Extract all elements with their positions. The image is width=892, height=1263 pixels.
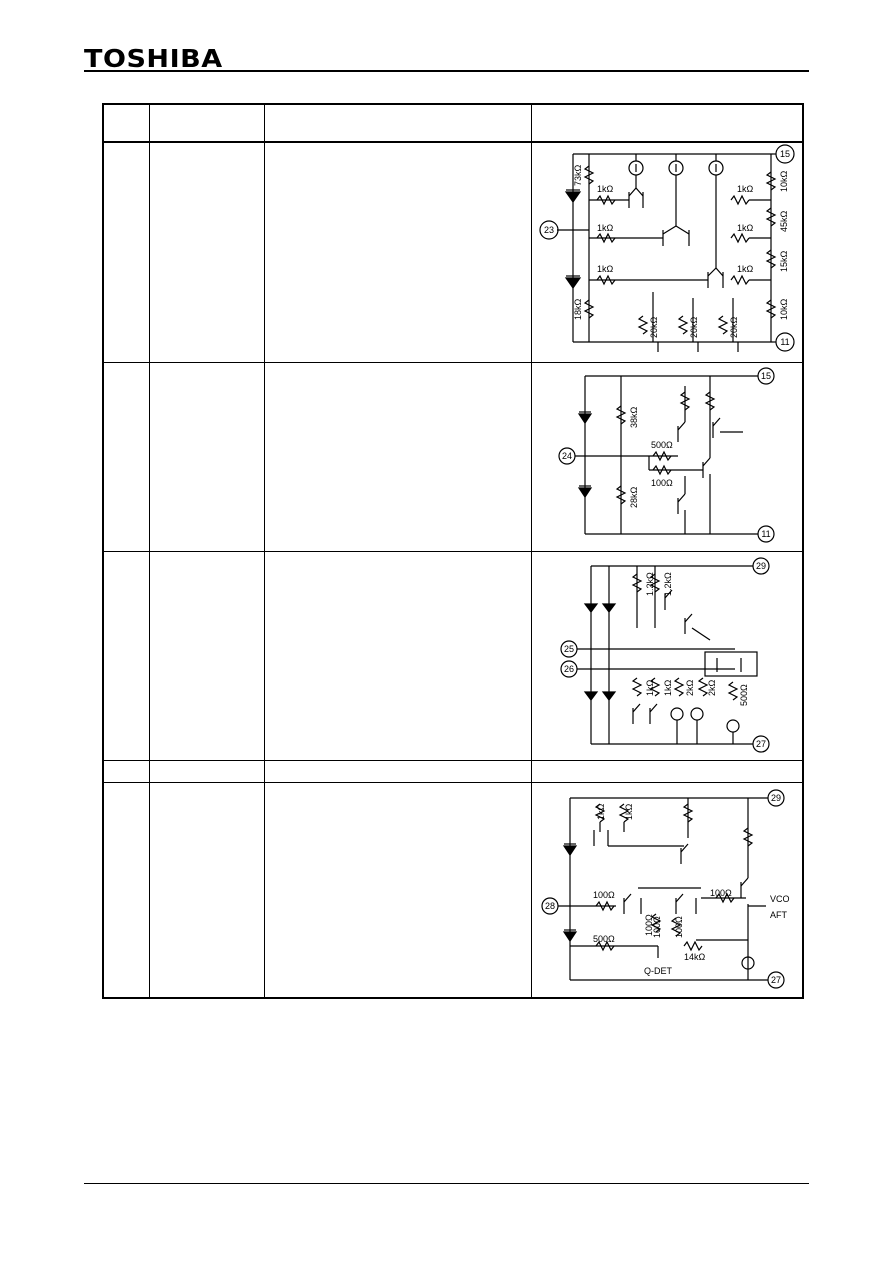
resistor-label: 73kΩ (573, 164, 583, 186)
pin-label: 15 (780, 149, 790, 159)
header-interface-circuit (532, 105, 802, 141)
resistor-label: 1kΩ (597, 264, 614, 274)
resistor-label: 1kΩ (737, 264, 754, 274)
header-rule (84, 70, 809, 72)
resistor-label: 14kΩ (684, 952, 706, 962)
resistor-label: 20kΩ (729, 316, 739, 338)
interface-circuit-pin23: 15 23 11 73kΩ 1kΩ 1kΩ 10kΩ 1kΩ 1kΩ 45kΩ … (539, 144, 795, 352)
row-divider (104, 760, 802, 761)
signal-label: Q-DET (644, 966, 673, 976)
header-row-divider (104, 141, 802, 143)
footer-rule (84, 1183, 809, 1184)
pin-function-table (102, 103, 804, 999)
pin-label: 11 (780, 337, 789, 347)
resistor-label: 10kΩ (779, 298, 789, 320)
pin-label: 23 (544, 225, 554, 235)
resistor-label: 20kΩ (689, 316, 699, 338)
resistor-label: 1kΩ (596, 803, 606, 820)
resistor-label: 10kΩ (779, 170, 789, 192)
header-pin-no (104, 105, 149, 141)
resistor-label: 100Ω (644, 914, 654, 936)
pin-label: 27 (756, 739, 766, 749)
resistor-label: 20kΩ (649, 316, 659, 338)
pin-label: 26 (564, 664, 574, 674)
pin-label: 29 (771, 793, 781, 803)
resistor-label: 15kΩ (779, 250, 789, 272)
pin-label: 29 (756, 561, 766, 571)
resistor-label: 18kΩ (573, 298, 583, 320)
resistor-label: 45kΩ (779, 210, 789, 232)
pin-label: 24 (562, 451, 572, 461)
header-pin-name (150, 105, 264, 141)
resistor-label: 1kΩ (597, 223, 614, 233)
resistor-label: 1kΩ (663, 679, 673, 696)
row-divider (104, 551, 802, 552)
pin-label: 25 (564, 644, 574, 654)
resistor-label: 500Ω (651, 440, 673, 450)
resistor-label: 1kΩ (737, 223, 754, 233)
signal-label: VCO (770, 894, 790, 904)
pin-label: 27 (771, 975, 781, 985)
resistor-label: 1.2kΩ (663, 572, 673, 596)
signal-label: AFT (770, 910, 788, 920)
pin-label: 15 (761, 371, 771, 381)
resistor-label: 38kΩ (629, 406, 639, 428)
resistor-label: 500Ω (593, 934, 615, 944)
interface-circuit-pin24: 15 24 11 38kΩ 500Ω 100Ω 28kΩ (558, 367, 775, 543)
resistor-label: 28kΩ (629, 486, 639, 508)
resistor-label: 1kΩ (597, 184, 614, 194)
pin-label: 28 (545, 901, 555, 911)
resistor-label: 100Ω (651, 478, 673, 488)
resistor-label: 500Ω (739, 684, 749, 706)
toshiba-logo: TOSHIBA (84, 44, 223, 73)
resistor-label: 1kΩ (737, 184, 754, 194)
row-divider (104, 782, 802, 783)
resistor-label: 100Ω (674, 916, 684, 938)
interface-circuit-pin28: 29 28 27 1kΩ 1kΩ 100Ω 100Ω 100Ω 100Ω 100… (541, 789, 790, 989)
resistor-label: 2kΩ (707, 679, 717, 696)
resistor-label: 100Ω (710, 888, 732, 898)
resistor-label: 1kΩ (645, 679, 655, 696)
pin-label: 11 (761, 529, 770, 539)
resistor-label: 1kΩ (624, 803, 634, 820)
resistor-label: 2kΩ (685, 679, 695, 696)
resistor-label: 1.2kΩ (645, 572, 655, 596)
interface-circuit-pin25-26: 29 25 26 27 1.2kΩ 1.2kΩ 1kΩ 1kΩ 2kΩ 2kΩ … (560, 557, 770, 753)
header-function (265, 105, 531, 141)
resistor-label: 100Ω (652, 916, 662, 938)
row-divider (104, 362, 802, 363)
resistor-label: 100Ω (593, 890, 615, 900)
